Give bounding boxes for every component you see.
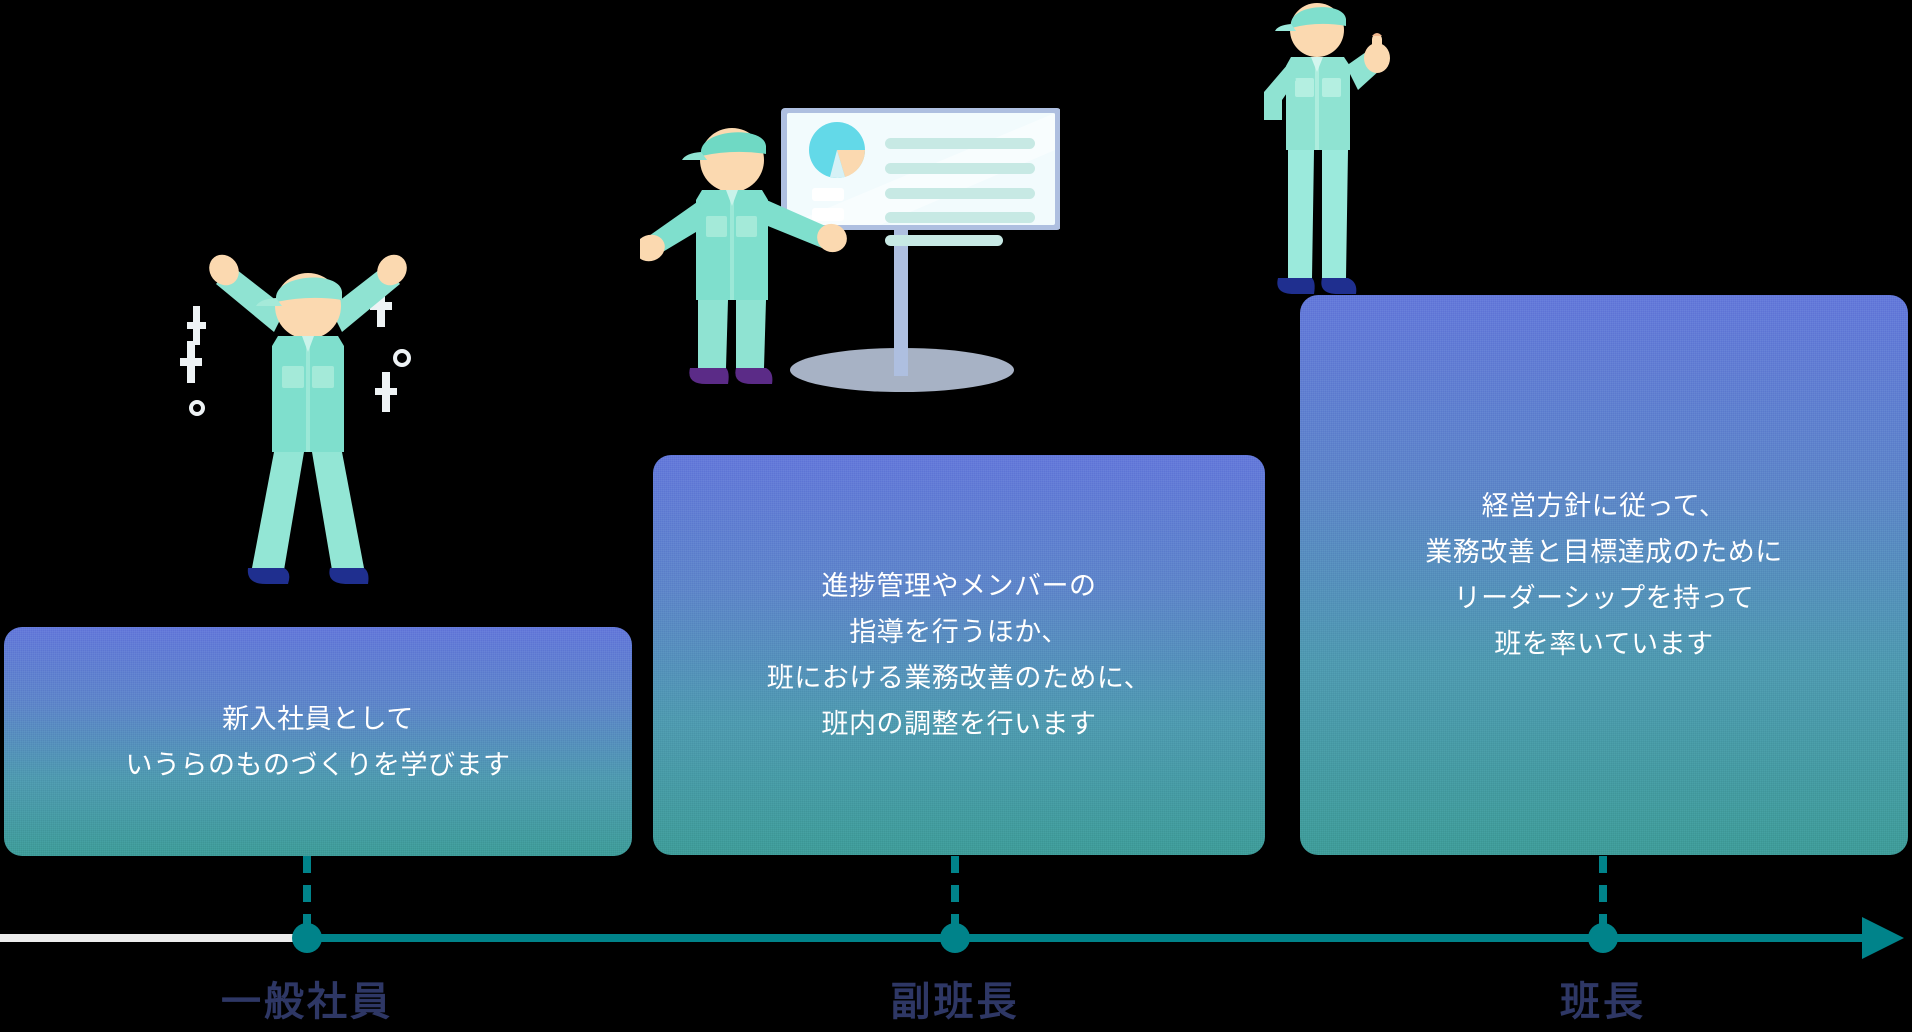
worker-presenting-board-icon <box>640 108 1060 392</box>
dashed-connector-icon <box>1599 856 1607 934</box>
worker-pointing-up-icon <box>1264 3 1390 294</box>
stage-card-2-text: 進捗管理やメンバーの 指導を行うほか、 班における業務改善のために、 班内の調整… <box>766 571 1152 739</box>
stage-card-3-text: 経営方針に従って、 業務改善と目標達成のために リーダーシップを持って 班を率い… <box>1425 491 1783 659</box>
timeline-axis-active <box>300 934 1870 942</box>
timeline-label-2: 副班長 <box>890 980 1020 1024</box>
timeline-axis-inactive <box>0 934 310 942</box>
timeline-node-dot-icon[interactable] <box>292 923 322 953</box>
timeline-label-3: 班長 <box>1560 980 1646 1024</box>
worker-arms-raised-icon <box>180 254 411 584</box>
timeline-node-dot-icon[interactable] <box>940 923 970 953</box>
stage-card-3: 経営方針に従って、 業務改善と目標達成のために リーダーシップを持って 班を率い… <box>1300 295 1908 855</box>
stage-card-2: 進捗管理やメンバーの 指導を行うほか、 班における業務改善のために、 班内の調整… <box>653 455 1265 855</box>
dashed-connector-icon <box>951 856 959 934</box>
arrow-right-icon <box>1862 917 1904 959</box>
stage-card-1: 新入社員として いうらのものづくりを学びます <box>4 627 632 856</box>
dashed-connector-icon <box>303 856 311 934</box>
timeline-label-1: 一般社員 <box>221 980 393 1024</box>
timeline-node-dot-icon[interactable] <box>1588 923 1618 953</box>
stage-card-1-text: 新入社員として いうらのものづくりを学びます <box>125 703 511 780</box>
